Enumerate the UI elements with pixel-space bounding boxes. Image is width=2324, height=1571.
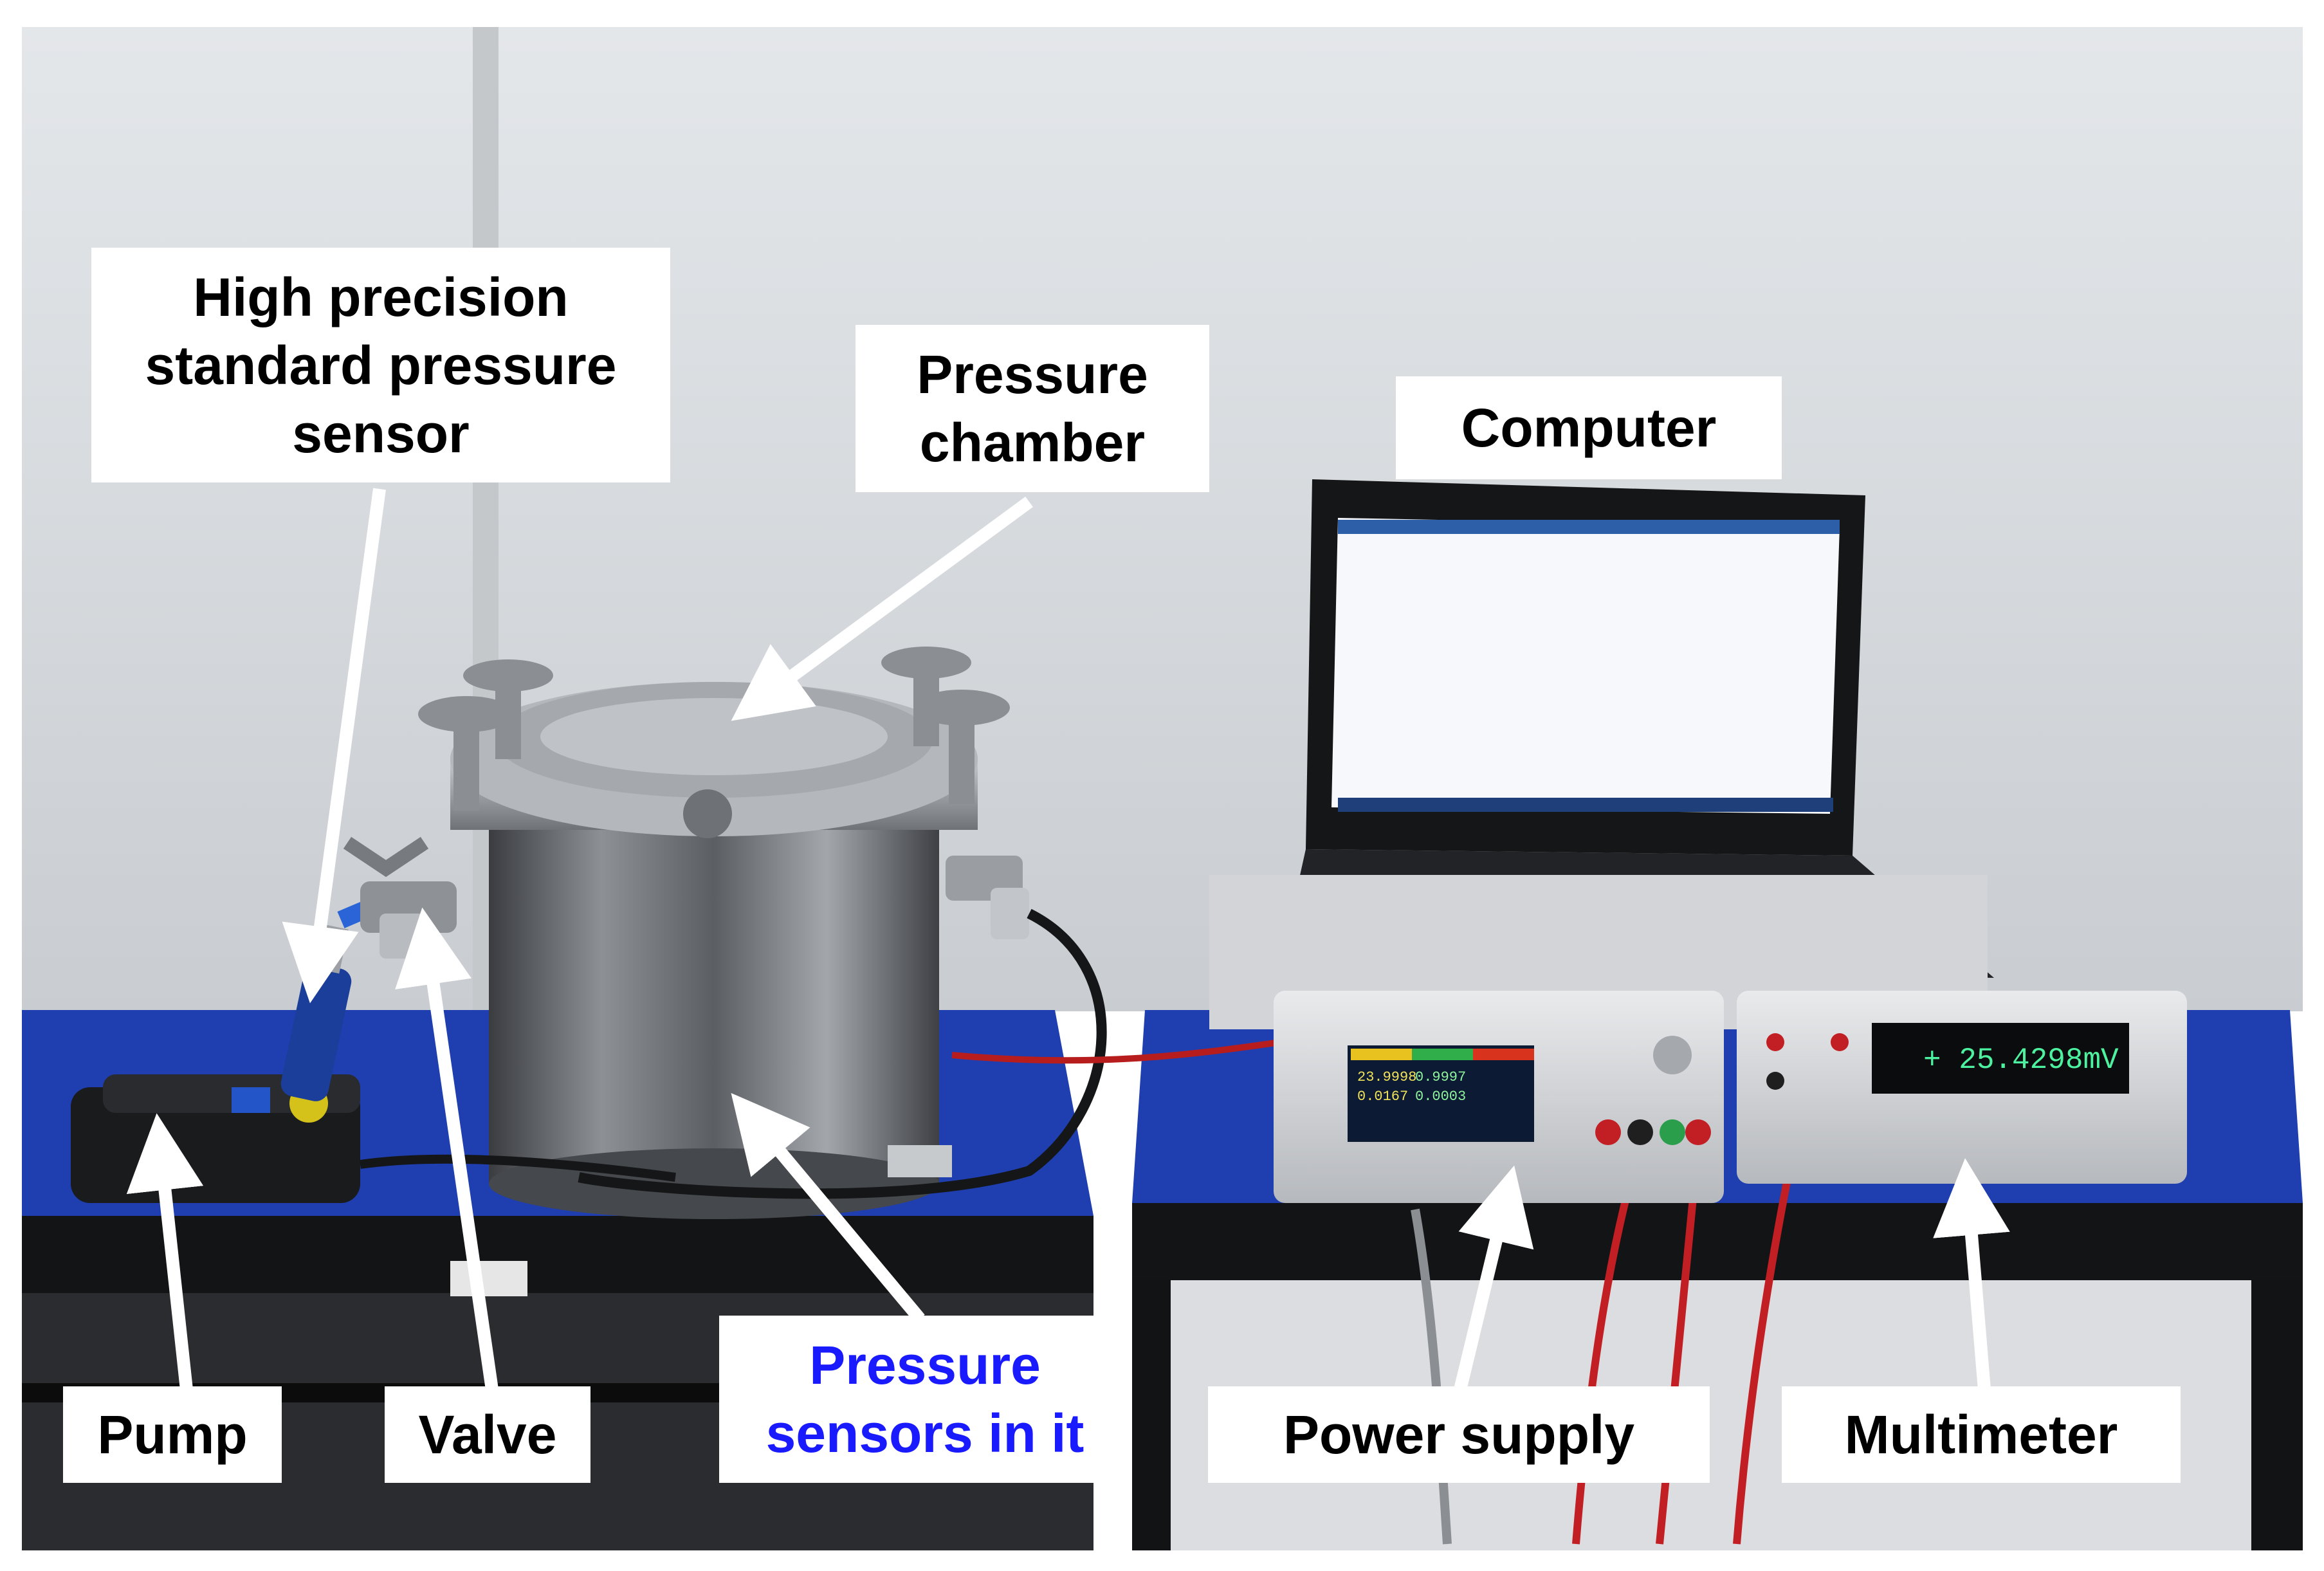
label-line: Pressure [917, 344, 1148, 405]
multimeter: + 25.4298mV [1737, 991, 2187, 1184]
arrow-pressure-chamber [731, 496, 1033, 721]
label-pump: Pump [63, 1386, 282, 1483]
label-power-supply: Power supply [1208, 1386, 1710, 1483]
label-line: Computer [1461, 398, 1717, 458]
label-line: standard pressure [145, 335, 617, 396]
arrow-standard-sensor [282, 488, 386, 1004]
label-line: Pump [97, 1404, 248, 1465]
arrow-valve [395, 907, 499, 1391]
label-line: sensors in it [765, 1403, 1084, 1464]
label-pressure-chamber: Pressure chamber [855, 325, 1209, 492]
annotation-arrows [126, 488, 2010, 1392]
label-line: Multimeter [1844, 1404, 2118, 1465]
multimeter-readout: + 25.4298mV [1923, 1043, 2119, 1077]
arrow-multimeter [1933, 1158, 2010, 1390]
label-standard-pressure-sensor: High precision standard pressure sensor [91, 248, 670, 482]
wall [22, 27, 2303, 1011]
label-multimeter: Multimeter [1782, 1386, 2181, 1483]
label-line: sensor [292, 403, 470, 464]
label-sensors-in-it: Pressure sensors in it [719, 1316, 1131, 1483]
arrow-power-supply [1454, 1165, 1534, 1392]
ps-readout-4: 0.0003 [1415, 1089, 1466, 1105]
arrow-sensors-in-it [731, 1092, 925, 1323]
ps-readout-2: 0.9997 [1415, 1069, 1466, 1085]
pressure-chamber [418, 647, 1029, 1219]
label-line: Power supply [1283, 1404, 1635, 1465]
label-line: chamber [919, 412, 1146, 473]
label-line: Valve [418, 1404, 557, 1465]
label-line: Pressure [809, 1335, 1041, 1395]
label-computer: Computer [1396, 376, 1782, 479]
ps-readout-1: 23.9998 [1357, 1069, 1416, 1085]
label-line: High precision [193, 266, 569, 327]
arrow-pump [126, 1113, 204, 1391]
label-valve: Valve [385, 1386, 590, 1483]
power-supply: 23.9998 0.9997 0.0167 0.0003 [1274, 991, 1724, 1203]
ps-readout-3: 0.0167 [1357, 1089, 1408, 1105]
